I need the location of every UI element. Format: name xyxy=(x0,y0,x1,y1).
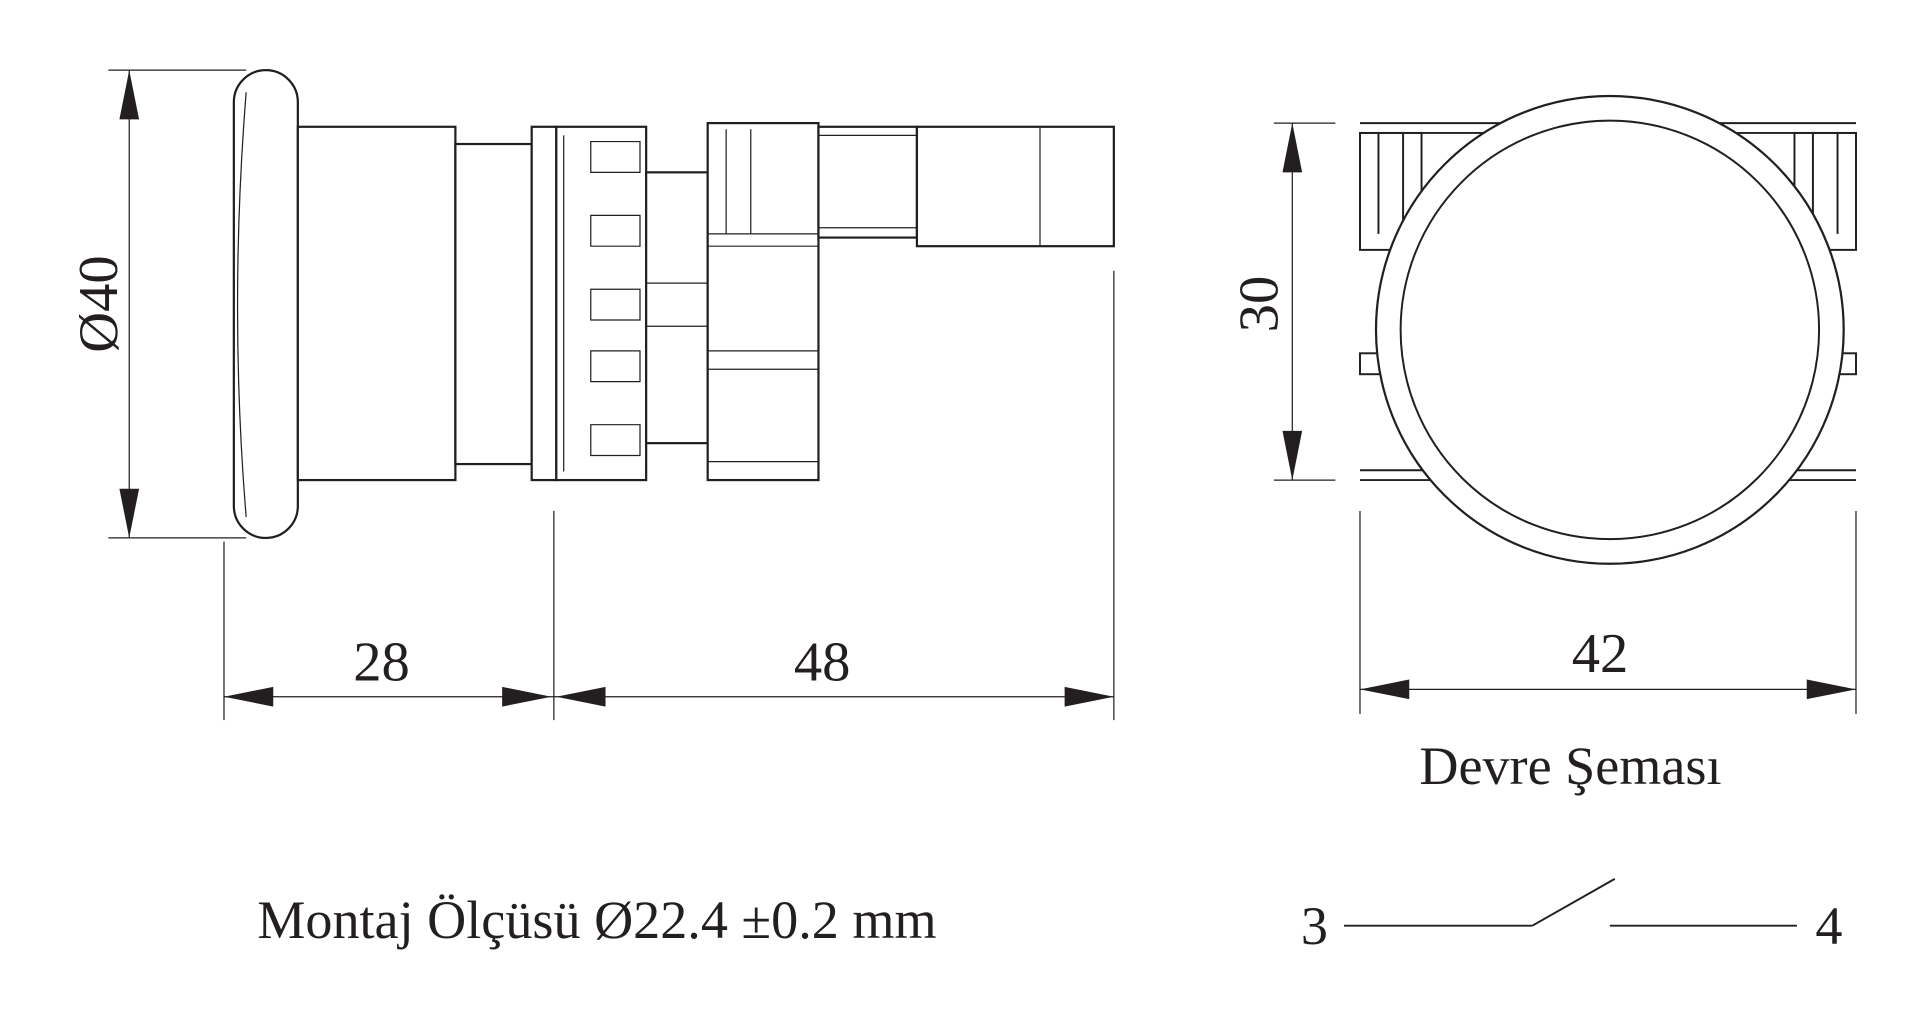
shaft xyxy=(645,171,709,445)
side-view xyxy=(232,69,1115,540)
inner-ring xyxy=(1399,119,1821,541)
contact-terminal xyxy=(817,125,919,239)
collar xyxy=(530,125,558,482)
contact-block xyxy=(706,121,820,482)
circuit-schematic: 3 4 xyxy=(1301,878,1842,956)
dimension-width: 42 xyxy=(1359,510,1857,714)
height-label: 30 xyxy=(1229,276,1291,333)
circuit-title: Devre Şeması xyxy=(1419,736,1721,796)
switch-contact xyxy=(1531,878,1616,927)
mounting-nut xyxy=(555,125,648,482)
button-body xyxy=(296,125,457,482)
terminal-4-label: 4 xyxy=(1815,896,1842,956)
dimension-horizontal: 28 48 xyxy=(223,270,1115,721)
dimension-height: 30 xyxy=(1229,122,1336,481)
dim-48-label: 48 xyxy=(794,632,851,694)
dimension-diameter: Ø40 xyxy=(68,69,247,539)
front-view xyxy=(1359,94,1857,565)
mounting-note: Montaj Ölçüsü Ø22.4 ±0.2 mm xyxy=(257,890,936,950)
width-label: 42 xyxy=(1572,623,1629,685)
mushroom-head xyxy=(232,69,299,540)
outer-ring xyxy=(1374,94,1845,565)
diameter-label: Ø40 xyxy=(68,255,130,353)
dim-28-label: 28 xyxy=(353,632,410,694)
contact-terminal-end xyxy=(915,125,1115,248)
button-neck xyxy=(454,142,533,466)
terminal-3-label: 3 xyxy=(1301,896,1328,956)
